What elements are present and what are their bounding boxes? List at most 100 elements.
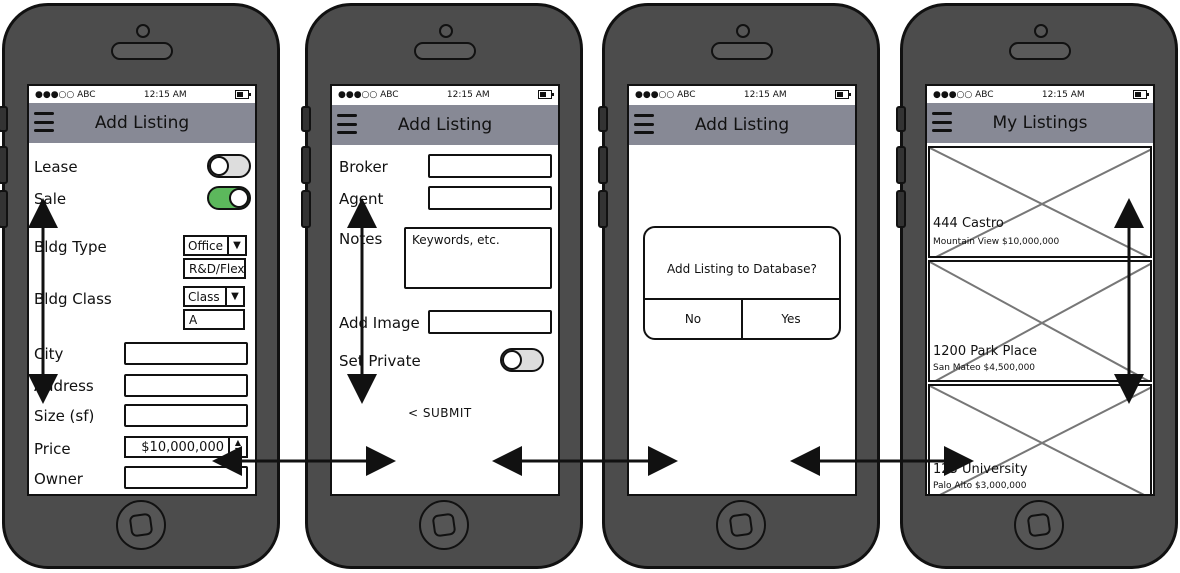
listing-name: 444 Castro xyxy=(933,216,1004,231)
listing-detail: San Mateo $4,500,000 xyxy=(933,363,1036,373)
bldg-class-dropdown[interactable]: Class ▼ xyxy=(183,286,245,307)
page-title: My Listings xyxy=(992,113,1088,133)
battery-icon xyxy=(234,90,251,99)
camera-icon xyxy=(439,24,453,38)
price-stepper[interactable]: $10,000,000 ▲▼ xyxy=(124,436,248,458)
home-button[interactable] xyxy=(716,500,766,550)
no-button[interactable]: No xyxy=(645,300,743,338)
broker-label: Broker xyxy=(339,158,388,176)
set-private-toggle[interactable] xyxy=(500,348,544,372)
volume-up-button xyxy=(896,146,906,184)
listing-card[interactable]: 123 University Palo Alto $3,000,000 xyxy=(928,384,1152,494)
mute-switch xyxy=(0,106,8,132)
page-title: Add Listing xyxy=(694,115,790,135)
volume-up-button xyxy=(301,146,311,184)
listing-detail: Mountain View $10,000,000 xyxy=(933,237,1060,247)
hamburger-icon[interactable] xyxy=(634,114,654,134)
home-button[interactable] xyxy=(419,500,469,550)
set-private-label: Set Private xyxy=(339,352,421,370)
address-input[interactable] xyxy=(124,374,248,397)
caret-down-icon: ▼ xyxy=(227,237,245,254)
status-time: 12:15 AM xyxy=(143,89,187,100)
page-title: Add Listing xyxy=(94,113,190,133)
bldg-class-option[interactable]: A xyxy=(183,309,245,330)
volume-down-button xyxy=(0,190,8,228)
bldg-type-option[interactable]: R&D/Flex xyxy=(183,258,246,279)
camera-icon xyxy=(1034,24,1048,38)
status-time: 12:15 AM xyxy=(743,89,787,100)
dialog-message: Add Listing to Database? xyxy=(667,262,817,276)
add-listing-screen-2: ●●●○○ ABC 12:15 AM Add Listing Broker Ag… xyxy=(330,84,560,496)
status-bar: ●●●○○ ABC 12:15 AM xyxy=(29,86,255,103)
title-bar: Add Listing xyxy=(332,105,558,145)
phone-frame-1: ●●●○○ ABC 12:15 AM Add Listing Lease Sal… xyxy=(0,3,280,569)
listing-name: 1200 Park Place xyxy=(933,344,1038,359)
status-bar: ●●●○○ ABC 12:15 AM xyxy=(332,86,558,103)
confirm-dialog: Add Listing to Database? No Yes xyxy=(643,226,841,340)
title-bar: Add Listing xyxy=(29,103,255,143)
speaker-grille xyxy=(1009,42,1071,60)
home-button[interactable] xyxy=(1014,500,1064,550)
city-input[interactable] xyxy=(124,342,248,365)
bldg-type-label: Bldg Type xyxy=(34,238,107,256)
carrier-signal: ●●●○○ ABC xyxy=(635,89,696,100)
status-time: 12:15 AM xyxy=(1041,89,1085,100)
phone-frame-3: ●●●○○ ABC 12:15 AM Add Listing Add Listi… xyxy=(598,3,880,569)
status-bar: ●●●○○ ABC 12:15 AM xyxy=(927,86,1153,103)
bldg-class-option-text: A xyxy=(189,312,198,327)
price-value: $10,000,000 xyxy=(141,439,224,455)
yes-button[interactable]: Yes xyxy=(781,312,801,326)
battery-icon xyxy=(1132,90,1149,99)
price-label: Price xyxy=(34,440,71,458)
battery-icon xyxy=(537,90,554,99)
sale-label: Sale xyxy=(34,190,67,208)
listing-card[interactable]: 1200 Park Place San Mateo $4,500,000 xyxy=(928,260,1152,382)
add-image-input[interactable] xyxy=(428,310,552,334)
agent-input[interactable] xyxy=(428,186,552,210)
city-label: City xyxy=(34,345,64,363)
hamburger-icon[interactable] xyxy=(337,114,357,134)
bldg-type-dropdown[interactable]: Office ▼ xyxy=(183,235,247,256)
chevron-left-icon: < xyxy=(408,406,419,420)
carrier-signal: ●●●○○ ABC xyxy=(338,89,399,100)
bldg-class-value: Class xyxy=(188,289,220,304)
hamburger-icon[interactable] xyxy=(34,112,54,132)
agent-label: Agent xyxy=(339,190,384,208)
status-time: 12:15 AM xyxy=(446,89,490,100)
sale-toggle[interactable] xyxy=(207,186,251,210)
caret-down-icon: ▼ xyxy=(225,288,243,305)
carrier-signal: ●●●○○ ABC xyxy=(933,89,994,100)
submit-label: SUBMIT xyxy=(422,406,472,420)
hamburger-icon[interactable] xyxy=(932,112,952,132)
submit-button[interactable]: < SUBMIT xyxy=(408,406,472,420)
size-input[interactable] xyxy=(124,404,248,427)
mute-switch xyxy=(598,106,608,132)
phone-frame-2: ●●●○○ ABC 12:15 AM Add Listing Broker Ag… xyxy=(301,3,583,569)
notes-placeholder: Keywords, etc. xyxy=(412,233,500,247)
add-image-label: Add Image xyxy=(339,314,420,332)
owner-input[interactable] xyxy=(124,466,248,489)
camera-icon xyxy=(136,24,150,38)
notes-textarea[interactable]: Keywords, etc. xyxy=(404,227,552,289)
speaker-grille xyxy=(414,42,476,60)
stepper-arrows-icon[interactable]: ▲▼ xyxy=(228,438,246,456)
volume-down-button xyxy=(598,190,608,228)
home-button[interactable] xyxy=(116,500,166,550)
listing-detail: Palo Alto $3,000,000 xyxy=(933,481,1027,491)
confirm-screen: ●●●○○ ABC 12:15 AM Add Listing Add Listi… xyxy=(627,84,857,496)
bldg-class-label: Bldg Class xyxy=(34,290,112,308)
broker-input[interactable] xyxy=(428,154,552,178)
volume-up-button xyxy=(598,146,608,184)
camera-icon xyxy=(736,24,750,38)
notes-label: Notes xyxy=(339,230,383,248)
title-bar: Add Listing xyxy=(629,105,855,145)
my-listings-screen: ●●●○○ ABC 12:15 AM My Listings 444 Castr… xyxy=(925,84,1155,496)
bldg-type-value: Office xyxy=(188,238,224,253)
title-bar: My Listings xyxy=(927,103,1153,143)
listing-card[interactable]: 444 Castro Mountain View $10,000,000 xyxy=(928,146,1152,258)
address-label: Address xyxy=(34,377,94,395)
mute-switch xyxy=(301,106,311,132)
lease-toggle[interactable] xyxy=(207,154,251,178)
add-listing-screen-1: ●●●○○ ABC 12:15 AM Add Listing Lease Sal… xyxy=(27,84,257,496)
lease-label: Lease xyxy=(34,158,78,176)
